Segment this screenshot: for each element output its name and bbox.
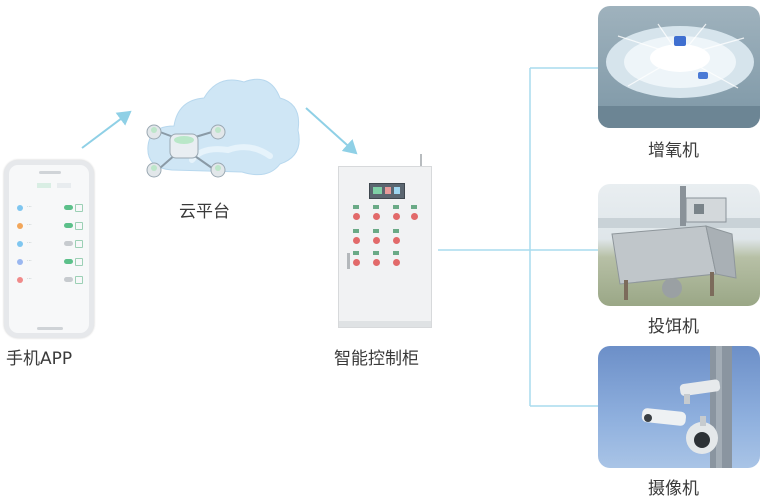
cloud-platform-label: 云平台 [179,202,230,222]
bracket-to-devices [438,67,598,407]
cabinet-antenna [420,154,422,167]
phone-app-label: 手机APP [6,349,73,369]
camera-device-icon [641,379,721,454]
cabinet-handle [347,253,350,269]
aerator-label: 增氧机 [648,141,699,161]
arrow-phone-to-cloud [81,110,132,149]
camera-label: 摄像机 [648,479,699,499]
arrow-cloud-to-cabinet [305,107,358,155]
cabinet-display [369,183,405,199]
control-cabinet-label: 智能控制柜 [334,349,419,369]
camera-photo [598,346,760,468]
control-cabinet-illustration [338,166,432,328]
phone-tab-strip [17,183,83,189]
feeder-label: 投饵机 [648,317,699,337]
feeder-photo [598,184,760,306]
cloud-icon [146,78,300,178]
aerator-photo [598,6,760,128]
phone-app-illustration: ··· ··· ··· ··· ··· [4,160,94,338]
